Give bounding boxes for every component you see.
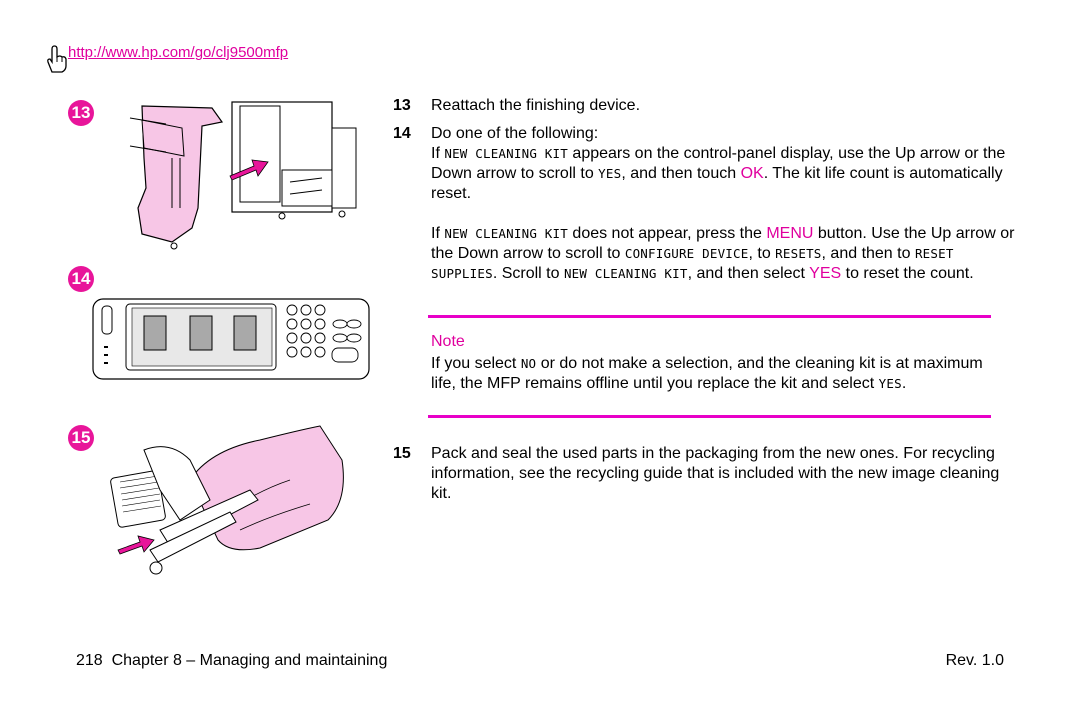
web-link-row: http://www.hp.com/go/clj9500mfp [44, 44, 288, 74]
display-message: NEW CLEANING KIT [444, 226, 568, 241]
step-text: Do one of the following: [431, 125, 599, 142]
display-message: NEW CLEANING KIT [563, 266, 688, 281]
note-top-rule [428, 315, 991, 318]
menu-button-label: MENU [766, 225, 814, 242]
page-number: 218 [76, 652, 103, 669]
callout-14: 14 [68, 266, 94, 292]
display-message: YES [598, 166, 622, 181]
step-number: 14 [393, 125, 411, 142]
step-text: Reattach the finishing device. [431, 97, 641, 114]
step-15: 15 Pack and seal the used parts in the p… [393, 444, 1003, 504]
cleaning-kit-bag-illustration [110, 425, 344, 575]
display-message: CONFIGURE DEVICE [624, 246, 749, 261]
display-message: RESET SUPPLIES [431, 246, 954, 281]
step-number: 13 [393, 97, 411, 114]
callout-13: 13 [68, 100, 94, 126]
step-text: Pack and seal the used parts in the pack… [431, 445, 1000, 502]
control-panel-illustration [92, 298, 370, 380]
ok-button-label: OK [740, 165, 764, 182]
yes-button-label: YES [809, 265, 842, 282]
display-message: YES [878, 376, 902, 391]
pointing-hand-icon [47, 45, 67, 73]
note-bottom-rule [428, 415, 991, 418]
revision-label: Rev. 1.0 [945, 652, 1004, 669]
note-text: If you select NO or do not make a select… [431, 355, 983, 392]
step-14-paragraph-2: If NEW CLEANING KIT does not appear, pre… [431, 225, 1015, 282]
chapter-title: Chapter 8 – Managing and maintaining [111, 652, 388, 669]
step-14: 14 Do one of the following: [393, 124, 598, 144]
note-label: Note [431, 333, 465, 350]
hp-url-link[interactable]: http://www.hp.com/go/clj9500mfp [68, 44, 289, 61]
display-message: NEW CLEANING KIT [444, 146, 568, 161]
callout-15: 15 [68, 425, 94, 451]
step-number: 15 [393, 445, 411, 462]
step-13: 13 Reattach the finishing device. [393, 96, 640, 116]
display-message: RESETS [775, 246, 822, 261]
step-14-paragraph-1: If NEW CLEANING KIT appears on the contr… [431, 145, 1006, 202]
footer-left: 218 Chapter 8 – Managing and maintaining [76, 652, 387, 670]
finishing-device-illustration [129, 101, 357, 250]
display-message: NO [520, 356, 537, 371]
